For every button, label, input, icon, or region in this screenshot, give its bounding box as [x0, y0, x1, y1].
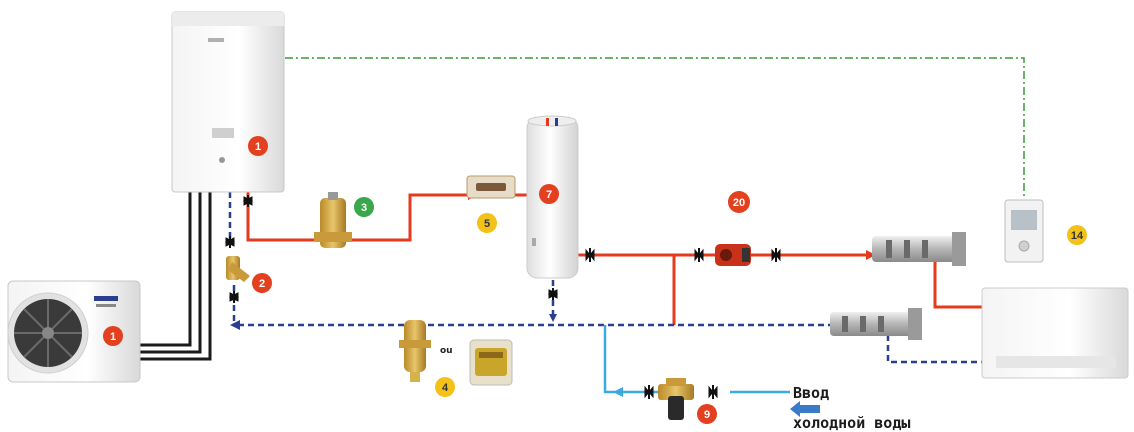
badge-dhw-tank: 7: [539, 184, 559, 204]
valve-tank-drain: [547, 288, 559, 300]
svg-text:7: 7: [546, 189, 552, 201]
valve-flow-indoor: [242, 195, 254, 207]
badge-circulation-pump: 20: [728, 191, 750, 213]
indoor-unit: [171, 11, 285, 193]
flow-arrow-manifold: [866, 250, 876, 260]
or-label: ou: [440, 346, 453, 356]
magnetic-filter-a: [399, 320, 431, 382]
magnetic-filter-b: [469, 339, 513, 386]
badge-magnetic-filter: 4: [435, 377, 455, 397]
svg-text:1: 1: [110, 331, 116, 343]
badge-expansion-vessel: 5: [477, 213, 497, 233]
valve-cold-right: [708, 385, 718, 399]
badge-indoor-unit: 1: [248, 136, 268, 156]
valve-return-top: [224, 236, 236, 248]
return-arrow-left: [230, 320, 240, 330]
return-pipes: [228, 192, 982, 364]
cold-water-kit: [658, 378, 694, 420]
cold-inlet-label-line2: холодной воды: [793, 414, 910, 432]
cold-water-arrow: [613, 387, 623, 397]
cold-inlet-label-line1: Ввод: [793, 384, 829, 402]
fan-coil-unit: [981, 287, 1129, 379]
badge-hydraulic-separator: 3: [354, 197, 374, 217]
refrigerant-lines: [138, 190, 212, 361]
outdoor-unit: [7, 280, 141, 383]
svg-text:1: 1: [255, 141, 261, 153]
valve-pump-out: [771, 248, 781, 262]
valve-tank-outlet: [585, 248, 595, 262]
cold-water-pipes: [603, 325, 790, 394]
expansion-vessel: [466, 175, 516, 199]
svg-text:2: 2: [259, 278, 265, 290]
return-arrow-down: [549, 314, 557, 322]
svg-text:4: 4: [442, 382, 449, 394]
valve-pump-in: [694, 248, 704, 262]
isolation-valves: [224, 195, 781, 399]
y-filter: [226, 256, 250, 282]
badge-thermostat: 14: [1067, 225, 1087, 245]
svg-text:3: 3: [361, 202, 367, 214]
svg-text:14: 14: [1071, 230, 1084, 242]
circulation-pump: [715, 244, 751, 266]
badge-cold-water-kit: 9: [697, 404, 717, 424]
room-thermostat: [1004, 199, 1044, 263]
hydraulic-separator: [314, 192, 352, 248]
control-signal-line: [285, 57, 1025, 198]
cold-inlet-arrow: [790, 401, 820, 417]
badge-filter: 2: [252, 273, 272, 293]
manifold-supply: [872, 232, 966, 266]
svg-text:5: 5: [484, 218, 490, 230]
valve-cold-left: [644, 385, 654, 399]
manifold-return: [830, 308, 922, 340]
valve-return-bottom: [228, 291, 240, 303]
svg-text:20: 20: [733, 197, 745, 209]
svg-text:9: 9: [704, 409, 710, 421]
badge-outdoor-unit: 1: [103, 326, 123, 346]
